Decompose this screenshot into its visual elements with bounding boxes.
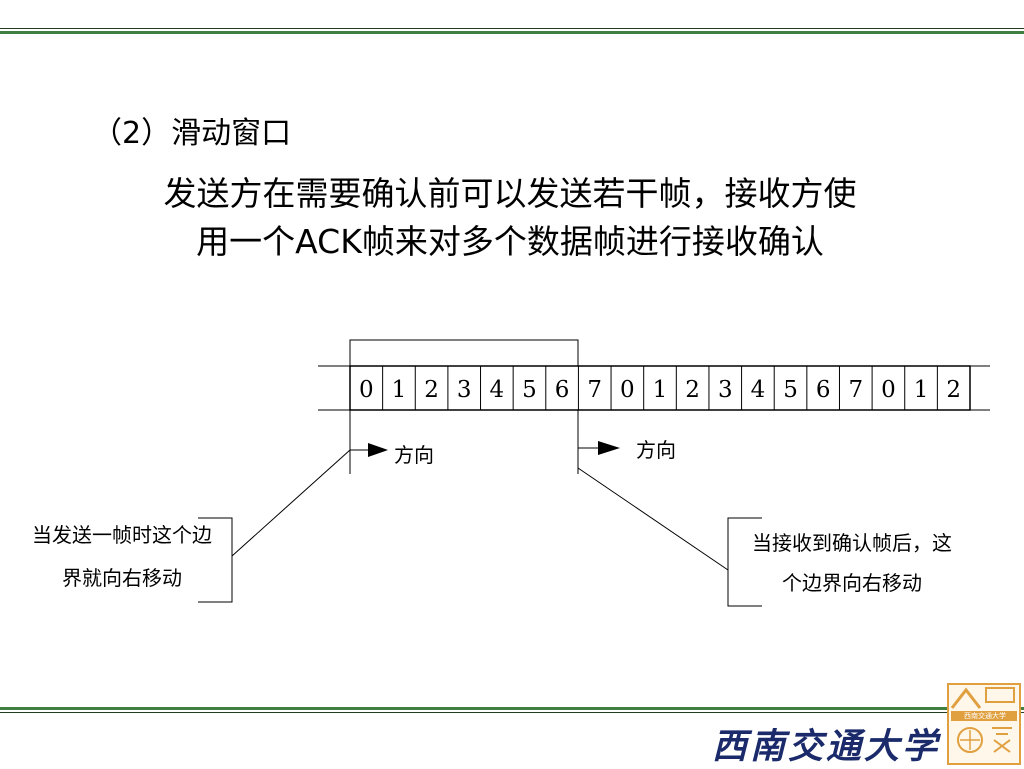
top-divider (0, 27, 1024, 37)
body-line-1: 发送方在需要确认前可以发送若干帧，接收方使 (163, 174, 857, 213)
arrow-right-icon (368, 443, 388, 457)
slide-body: 发送方在需要确认前可以发送若干帧，接收方使 用一个ACK帧来对多个数据帧进行接收… (70, 170, 950, 266)
frame-number: 2 (946, 377, 961, 403)
direction-label-right: 方向 (636, 438, 676, 462)
emblem-text: 西南交通大学 (964, 712, 1006, 720)
direction-label-left: 方向 (394, 443, 434, 467)
callout-left-line-2: 界就向右移动 (62, 566, 182, 590)
frame-number: 3 (457, 377, 472, 403)
frame-number: 0 (359, 377, 374, 403)
frame-number: 2 (685, 377, 700, 403)
frame-number: 1 (392, 377, 407, 403)
frame-number: 1 (914, 377, 929, 403)
callout-right-line-1: 当接收到确认帧后，这 (752, 531, 952, 555)
frame-number: 5 (522, 377, 537, 403)
frame-number: 4 (751, 377, 766, 403)
frame-number: 3 (718, 377, 733, 403)
frame-number: 0 (881, 377, 896, 403)
frame-number: 0 (620, 377, 635, 403)
arrow-right-icon (598, 441, 620, 455)
university-emblem-icon (947, 683, 1021, 765)
frame-number: 6 (555, 377, 570, 403)
frame-number: 5 (783, 377, 798, 403)
frame-number: 1 (653, 377, 668, 403)
slide-heading: （2）滑动窗口 (92, 116, 292, 151)
frame-number: 4 (490, 377, 505, 403)
frame-number: 6 (816, 377, 831, 403)
university-logo-text: 西南交通大学 (712, 726, 941, 767)
frame-number: 7 (587, 377, 602, 403)
window-bracket (349, 339, 579, 366)
frame-number: 2 (424, 377, 439, 403)
body-line-2: 用一个ACK帧来对多个数据帧进行接收确认 (196, 222, 824, 261)
callout-left-line-1: 当发送一帧时这个边 (32, 523, 212, 547)
callout-right-line-2: 个边界向右移动 (782, 571, 922, 595)
frame-number: 7 (848, 377, 863, 403)
bottom-divider (0, 704, 1024, 718)
